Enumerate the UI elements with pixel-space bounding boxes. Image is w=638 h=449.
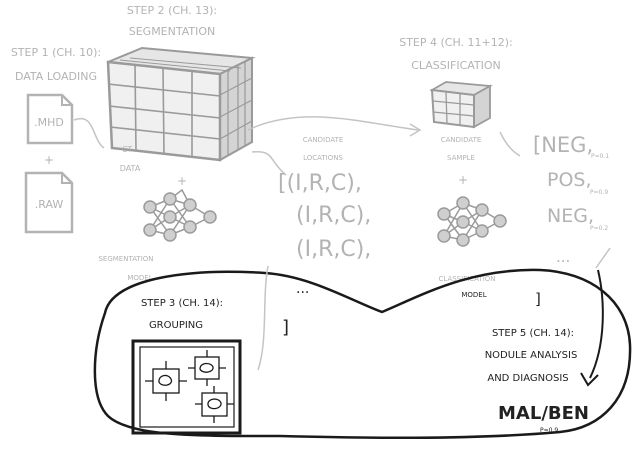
step2-subtitle: SEGMENTATION <box>129 25 216 38</box>
arrow-candidates-to-classification <box>247 116 419 131</box>
classification-network-icon <box>437 196 507 247</box>
ct-volume-cube-icon <box>106 46 256 162</box>
neg1-label: [NEG, <box>533 133 593 157</box>
step3-title: STEP 3 (CH. 14): <box>141 298 223 309</box>
tuple-2: (I,R,C), <box>296 203 371 228</box>
candidates-dots: ... <box>296 281 309 297</box>
step5-line2: NODULE ANALYSIS <box>485 350 578 361</box>
arrow-loading-to-ct <box>73 117 105 149</box>
plus-step4: + <box>458 173 468 187</box>
segmentation-network-icon <box>143 188 217 242</box>
tuple-3: (I,R,C), <box>296 237 371 262</box>
grouped-nodule-3-icon <box>195 386 234 423</box>
plus-step1: + <box>44 153 54 167</box>
mhd-file-icon <box>26 93 74 145</box>
neg2-probability: P=0.2 <box>590 225 608 232</box>
grouped-nodule-1-icon <box>145 361 187 401</box>
tuple-1: [(I,R,C), <box>278 171 362 196</box>
step1-title: STEP 1 (CH. 10): <box>11 46 101 59</box>
class-model-label-2: MODEL <box>461 291 486 299</box>
neg2-label: NEG, <box>547 205 594 227</box>
raw-file-icon <box>24 171 74 234</box>
results-dots: ... <box>556 248 570 266</box>
step5-line3: AND DIAGNOSIS <box>487 373 568 384</box>
results-close-bracket: ] <box>535 290 541 308</box>
grouping-scan-icon <box>131 339 242 435</box>
step3-subtitle: GROUPING <box>149 320 203 331</box>
connector-results-to-arrow <box>595 247 611 269</box>
seg-model-label-1: SEGMENTATION <box>98 255 153 263</box>
step2-title: STEP 2 (CH. 13): <box>127 4 217 17</box>
arrow-results-to-diagnosis <box>589 269 604 379</box>
candidates-close-bracket: ] <box>282 317 289 338</box>
arrowhead-to-classification <box>409 123 422 137</box>
step4-subtitle: CLASSIFICATION <box>411 59 501 72</box>
ct-data-label-2: DATA <box>120 164 141 173</box>
arrow-classification-to-results <box>499 131 521 157</box>
step3-group: STEP 3 (CH. 14): GROUPING <box>131 265 269 435</box>
neg1-probability: P=0.1 <box>591 153 609 160</box>
pos-probability: P=0.9 <box>590 189 608 196</box>
pos-label: POS, <box>547 169 592 191</box>
ct-data-label-1: CT <box>122 145 133 154</box>
cand-sample-label-2: SAMPLE <box>447 154 475 162</box>
connector-grouping-to-candidates <box>257 265 269 371</box>
grouped-nodule-2-icon <box>188 350 226 386</box>
arrow-seg-to-candidates <box>251 151 287 176</box>
candidate-sample-cube-icon <box>429 81 493 129</box>
raw-label: .RAW <box>35 198 64 211</box>
plus-step2: + <box>177 174 187 188</box>
step5-group: STEP 5 (CH. 14): NODULE ANALYSIS AND DIA… <box>485 247 611 434</box>
step1-subtitle: DATA LOADING <box>15 70 97 83</box>
cand-loc-label-2: LOCATIONS <box>303 154 343 162</box>
mhd-label: .MHD <box>34 116 64 129</box>
candidate-locations-group: CANDIDATE LOCATIONS [(I,R,C), (I,R,C), (… <box>247 116 422 262</box>
classification-results-group: [NEG, P=0.1 POS, P=0.9 NEG, P=0.2 ... <box>533 133 609 266</box>
arrowhead-to-diagnosis <box>580 372 599 387</box>
step4-title: STEP 4 (CH. 11+12): <box>399 36 513 49</box>
cand-loc-label-1: CANDIDATE <box>303 136 344 144</box>
seg-model-label-2: MODEL <box>127 274 152 282</box>
step2-group: STEP 2 (CH. 13): SEGMENTATION CT DATA + … <box>98 4 287 282</box>
step1-group: STEP 1 (CH. 10): DATA LOADING .MHD + .RA… <box>11 46 105 234</box>
step4-group: STEP 4 (CH. 11+12): CLASSIFICATION CANDI… <box>399 36 521 299</box>
step5-title: STEP 5 (CH. 14): <box>492 328 574 339</box>
mal-ben-label: MAL/BEN <box>498 403 589 424</box>
cand-sample-label-1: CANDIDATE <box>441 136 482 144</box>
mal-ben-probability: P=0.9 <box>540 427 558 434</box>
